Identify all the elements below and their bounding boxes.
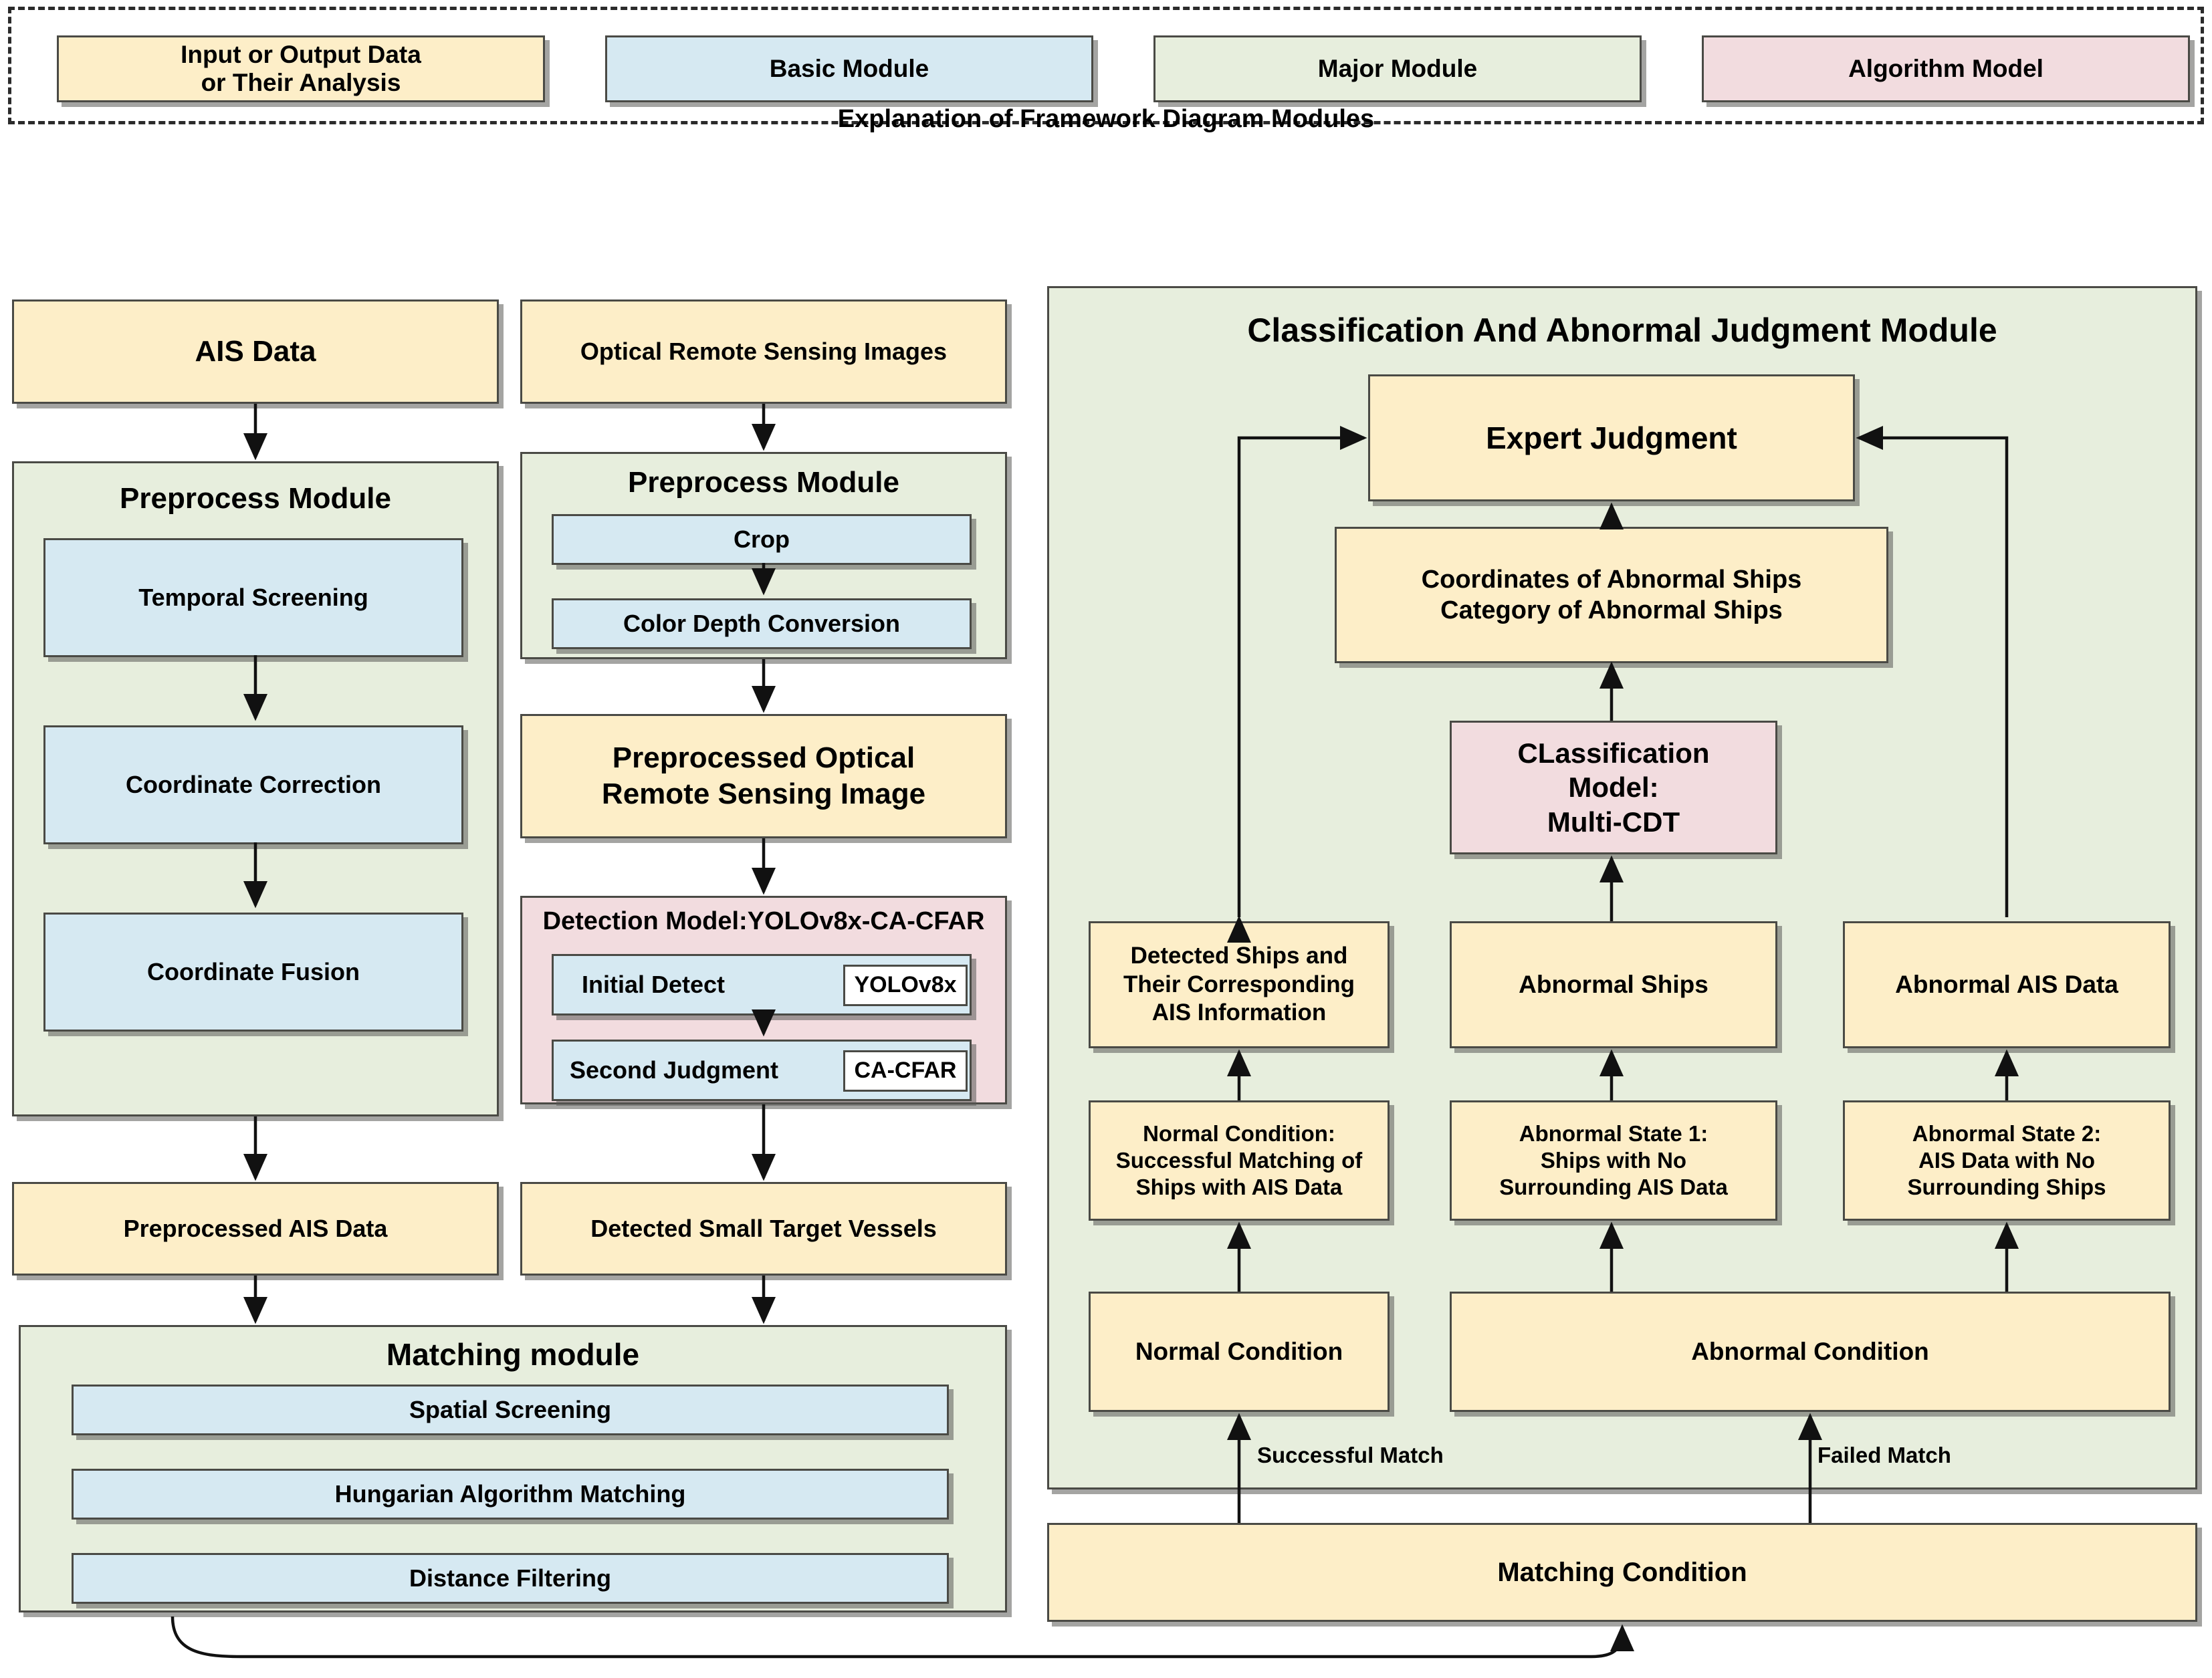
step-hungarian-algorithm-matching: Hungarian Algorithm Matching (72, 1469, 949, 1520)
step-spatial-screening: Spatial Screening (72, 1385, 949, 1435)
step-label: Temporal Screening (138, 584, 368, 612)
ais-data-input: AIS Data (12, 299, 499, 404)
detection-row-label: Second Judgment (570, 1056, 779, 1084)
legend-label: Basic Module (769, 55, 929, 82)
condition-label: Abnormal Condition (1691, 1338, 1929, 1366)
legend-label: Major Module (1317, 55, 1478, 82)
model-chip-label: YOLOv8x (854, 972, 957, 998)
step-label: Color Depth Conversion (623, 610, 901, 638)
model-chip-ca-cfar: CA-CFAR (843, 1050, 968, 1092)
detection-model-module: Detection Model:YOLOv8x-CA-CFAR Initial … (520, 896, 1007, 1104)
detected-small-target-vessels: Detected Small Target Vessels (520, 1182, 1007, 1276)
step-label: Hungarian Algorithm Matching (334, 1480, 686, 1508)
abnormal-ais-data-box: Abnormal AIS Data (1843, 921, 2171, 1048)
legend-item-major-module: Major Module (1153, 35, 1642, 102)
ais-preprocess-title: Preprocess Module (120, 482, 391, 515)
output-label: Detected Small Target Vessels (590, 1215, 937, 1243)
step-label: Coordinate Fusion (147, 958, 360, 986)
optical-preprocess-module: Preprocess Module Crop Color Depth Conve… (520, 452, 1007, 659)
optical-images-input: Optical Remote Sensing Images (520, 299, 1007, 404)
step-coordinate-correction: Coordinate Correction (43, 725, 463, 844)
expert-judgment-label: Expert Judgment (1486, 420, 1737, 455)
step-label: Spatial Screening (409, 1396, 612, 1424)
matching-module-title: Matching module (386, 1337, 640, 1372)
ais-preprocess-module: Preprocess Module Temporal Screening Coo… (12, 461, 499, 1116)
step-color-depth-conversion: Color Depth Conversion (552, 598, 972, 649)
detection-model-title: Detection Model:YOLOv8x-CA-CFAR (542, 907, 985, 935)
matching-condition-label: Matching Condition (1497, 1557, 1747, 1587)
matching-condition-box: Matching Condition (1047, 1523, 2197, 1622)
abnormal-ships-box: Abnormal Ships (1450, 921, 1777, 1048)
legend-item-algorithm-model: Algorithm Model (1702, 35, 2190, 102)
optical-preprocess-title: Preprocess Module (628, 466, 899, 499)
edge-label-failed-match: Failed Match (1817, 1443, 1951, 1467)
matching-module: Matching module Spatial Screening Hungar… (19, 1325, 1007, 1612)
expert-judgment-box: Expert Judgment (1368, 374, 1855, 501)
step-label: Crop (734, 525, 790, 554)
detection-row-label: Initial Detect (582, 971, 726, 999)
step-label: Distance Filtering (409, 1564, 612, 1592)
preprocessed-ais-data: Preprocessed AIS Data (12, 1182, 499, 1276)
step-label: Coordinate Correction (125, 771, 382, 799)
abnormal-condition-box: Abnormal Condition (1450, 1292, 2171, 1412)
legend-label: Algorithm Model (1848, 55, 2043, 82)
condition-label: Normal Condition (1135, 1338, 1343, 1366)
normal-condition-box: Normal Condition (1089, 1292, 1390, 1412)
legend-caption: Explanation of Framework Diagram Modules (837, 105, 1375, 133)
edge-label-successful-match: Successful Match (1257, 1443, 1444, 1467)
step-crop: Crop (552, 514, 972, 565)
result-label: Abnormal Ships (1519, 971, 1708, 999)
model-chip-label: CA-CFAR (854, 1058, 957, 1084)
output-label: Preprocessed AIS Data (123, 1215, 388, 1243)
step-coordinate-fusion: Coordinate Fusion (43, 913, 463, 1032)
result-label: Abnormal AIS Data (1895, 971, 2118, 999)
model-chip-yolov8x: YOLOv8x (843, 965, 968, 1006)
legend-item-basic-module: Basic Module (605, 35, 1093, 102)
step-temporal-screening: Temporal Screening (43, 538, 463, 657)
step-distance-filtering: Distance Filtering (72, 1553, 949, 1604)
ais-data-label: AIS Data (195, 335, 316, 368)
classification-panel-title: Classification And Abnormal Judgment Mod… (1247, 312, 1997, 349)
optical-input-label: Optical Remote Sensing Images (580, 338, 948, 366)
